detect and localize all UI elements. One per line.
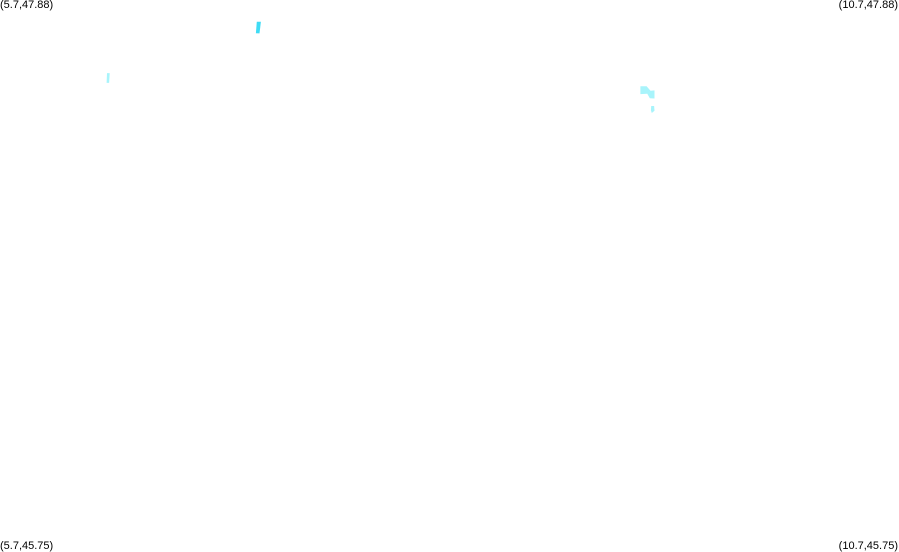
water-body-a: [255, 21, 261, 34]
corner-label-top-left: (5.7,47.88): [0, 0, 54, 11]
water-body-c: [640, 86, 655, 99]
corner-label-bottom-left: (5.7,45.75): [0, 540, 54, 552]
water-body-d: [650, 106, 655, 113]
corner-label-bottom-right: (10.7,45.75): [838, 540, 898, 552]
water-body-b: [106, 73, 110, 83]
water-features: [106, 21, 655, 113]
corner-label-top-right: (10.7,47.88): [838, 0, 898, 11]
